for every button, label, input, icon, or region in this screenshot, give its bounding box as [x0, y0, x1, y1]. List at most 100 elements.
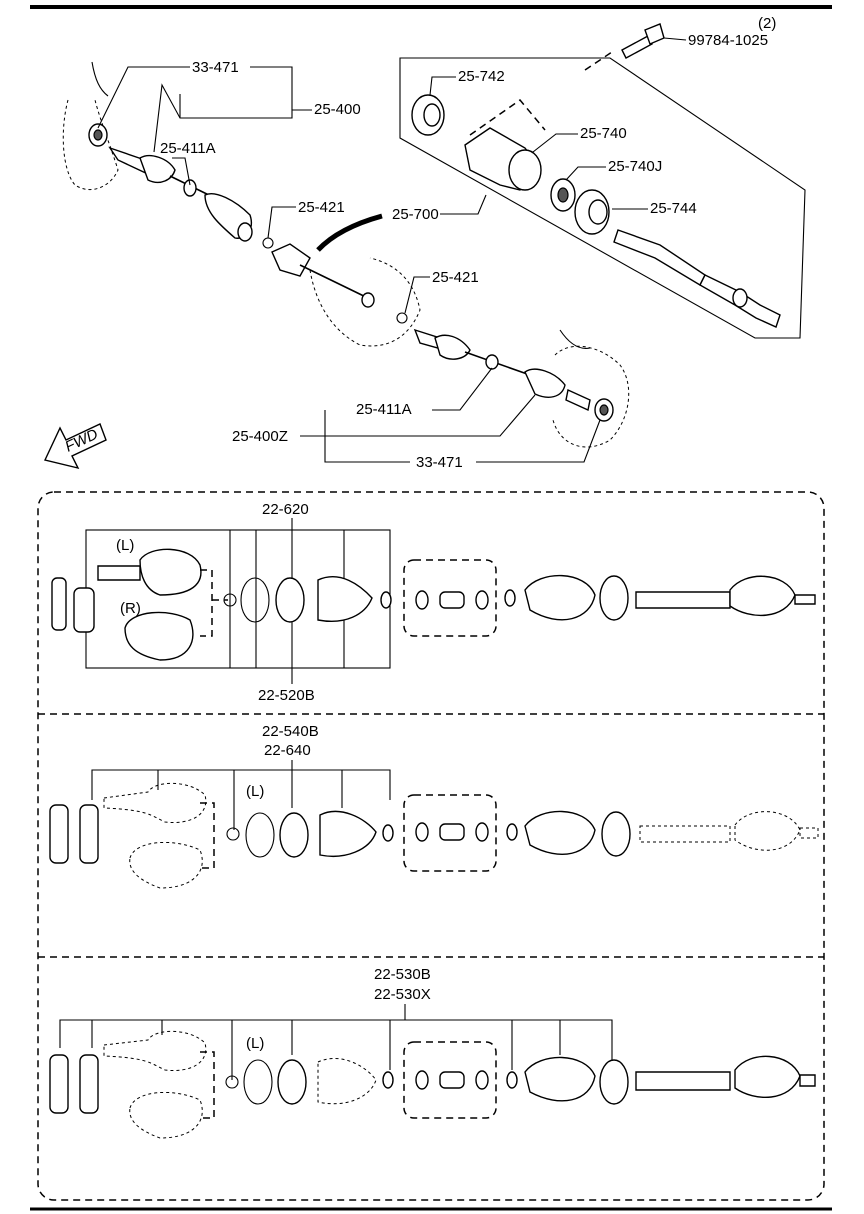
panel2-clamp-3: [506, 823, 518, 841]
panel1-right-tag: (R): [120, 600, 141, 617]
bracket-oil-seal-inner: [588, 199, 608, 225]
panel2-band-2: [382, 824, 394, 842]
bolt-leader-dash: [584, 51, 613, 71]
hub-cap-r-leader: [476, 419, 601, 463]
joint-l-leader: [172, 157, 191, 186]
hub-cap-l-leader: [97, 66, 190, 129]
left-knuckle-sketch: [62, 99, 119, 190]
panel2-tag: (L): [246, 783, 264, 800]
panel3-damper: [439, 1071, 465, 1089]
hub-cap-r-label: 33-471: [416, 454, 463, 471]
panel3-band-3: [599, 1059, 629, 1105]
panel2-band-1: [279, 812, 309, 858]
panel2-outer-joint-2: [734, 811, 801, 851]
panel3-boot: [317, 1058, 377, 1105]
clip-b: [396, 312, 408, 324]
panel1-top-label: 22-620: [262, 501, 309, 518]
shaft-assy-l-bracket: [250, 66, 293, 110]
kit-panel-1: 22-620 22-520B (L) (R): [51, 501, 816, 704]
panel1-clamp-3: [504, 589, 516, 607]
panel3-clamp-2: [475, 1070, 489, 1090]
panel2-shaft: [639, 825, 731, 843]
bearing-bore: [557, 187, 569, 203]
panel1-joint-dash: [200, 569, 213, 637]
joint-l-label: 25-411A: [160, 140, 216, 157]
panel3-center-box: [403, 1041, 497, 1119]
bracket-seal-inner: [423, 103, 441, 127]
panel2-outer-joint-alt: [129, 841, 203, 889]
panel1-damper: [439, 591, 465, 609]
shaft-assy-l-label: 25-400: [314, 101, 361, 118]
right-outer-boot: [524, 368, 566, 398]
bearing-j-leader: [565, 166, 606, 181]
panel2-damper: [439, 823, 465, 841]
panel2-snap-ring: [226, 827, 240, 841]
panel2-clamp-1: [415, 822, 429, 842]
bracket-leader: [532, 133, 578, 153]
clip-b-leader: [404, 276, 430, 314]
panel3-snap-ring: [225, 1075, 239, 1089]
panel2-top-label-1: 22-540B: [262, 723, 319, 740]
panel1-clamp-2: [475, 590, 489, 610]
panel3-ring: [243, 1059, 273, 1105]
panel3-outer-joint: [103, 1030, 207, 1072]
panel3-joint-dash: [200, 1051, 215, 1119]
panel3-clamp-1: [415, 1070, 429, 1090]
joint-shaft: [613, 229, 706, 286]
panel1-outer-joint: [729, 575, 796, 617]
joint-shaft-leader: [440, 194, 487, 215]
upper-labels: 99784-1025 (2) 33-471 25-400 25-411A 25-…: [97, 15, 776, 471]
left-inner-end: [237, 222, 253, 242]
bolt-shank: [621, 35, 653, 59]
panel1-left-tag: (L): [116, 537, 134, 554]
left-outer-joint: [139, 154, 176, 184]
bracket-guide-dash: [469, 98, 546, 136]
fwd-arrow: FWD: [44, 423, 107, 470]
seal-label: 25-744: [650, 200, 697, 217]
direction-arc: [316, 213, 383, 252]
panel1-ring: [240, 577, 270, 623]
panel2-band-3: [601, 811, 631, 857]
panel2-ring: [245, 812, 275, 858]
panel2-center-box: [403, 794, 497, 872]
left-damper: [183, 179, 197, 197]
panel3-top-label-1: 22-530B: [374, 966, 431, 983]
transmission-sketch: [309, 257, 421, 347]
shaft-assy-r-bracket: [324, 410, 410, 463]
clip-a-leader: [267, 206, 296, 239]
panel1-inner-boot: [524, 574, 596, 621]
panel1-bottom-label: 22-520B: [258, 687, 315, 704]
panel1-clamp-1: [415, 590, 429, 610]
bearing-label: 25-700: [392, 206, 439, 223]
right-damper: [485, 354, 499, 370]
panel1-shaft: [635, 591, 731, 609]
clip-a-label: 25-421: [298, 199, 345, 216]
kit-panel-3: 22-530B 22-530X (L): [49, 966, 816, 1139]
joint-shaft-flange: [732, 288, 748, 308]
right-knuckle-line: [559, 329, 591, 349]
intermediate-yoke: [271, 243, 311, 277]
right-knuckle-sketch: [552, 345, 630, 448]
hub-cap-l-label: 33-471: [192, 59, 239, 76]
bracket-seal-leader: [429, 76, 456, 96]
shaft-assy-r-leader: [300, 394, 536, 437]
panel3-outer-joint-alt: [129, 1091, 203, 1139]
panel2-joint-dash: [200, 802, 215, 869]
right-outer-spline: [565, 388, 591, 412]
panel2-grease-1: [49, 804, 69, 864]
panel1-center-box: [403, 559, 497, 637]
panel2-outer-joint: [103, 782, 207, 824]
panel3-clamp-3: [506, 1071, 518, 1089]
outer-joint-l: [139, 548, 202, 596]
panel3-grease-1: [49, 1054, 69, 1114]
left-knuckle-line: [91, 61, 109, 97]
bolt-qty-label: (2): [758, 15, 776, 32]
panel3-tag: (L): [246, 1035, 264, 1052]
panel3-band-1: [277, 1059, 307, 1105]
panel1-boot: [317, 576, 373, 622]
panel3-grease-2: [79, 1054, 99, 1114]
panel3-band-2: [382, 1071, 394, 1089]
clip-a: [262, 237, 274, 249]
panel1-snap-ring: [223, 593, 237, 607]
